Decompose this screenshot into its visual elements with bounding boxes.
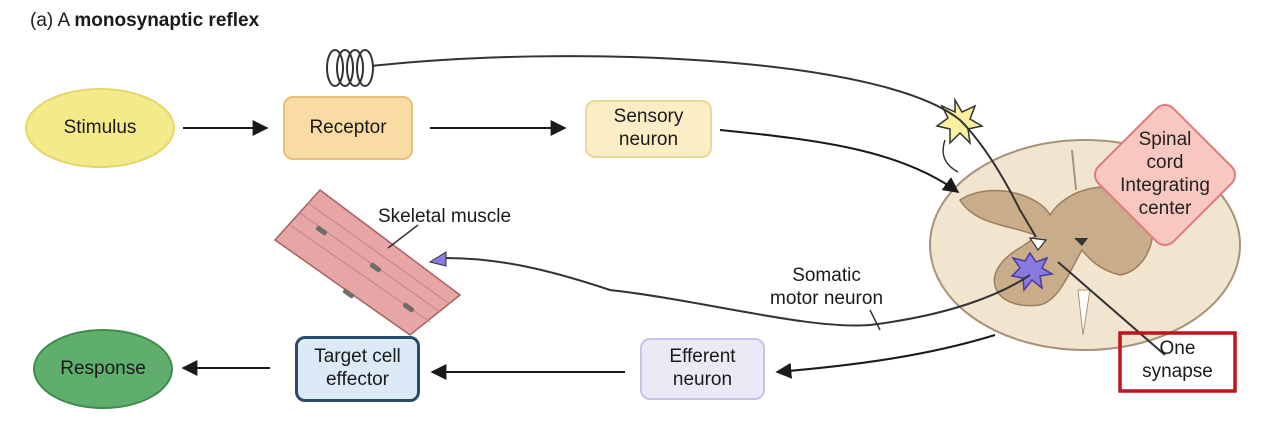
arrow-spinal-efferent <box>775 334 996 379</box>
coil-receptor-icon <box>326 49 374 87</box>
diagram-title: (a) A monosynaptic reflex <box>30 10 259 32</box>
somatic-motor-neuron-label: Somatic motor neuron <box>770 265 884 309</box>
sensory-neuron-node: Sensory neuron <box>585 100 712 158</box>
spinal-cord-integrating-center-node: Spinal cord Integrating center <box>1120 129 1210 219</box>
title-prefix: (a) A <box>30 10 70 31</box>
synapse-dot <box>1074 238 1088 246</box>
synapse-leader <box>1057 261 1166 356</box>
skeletal-muscle-label: Skeletal muscle <box>378 206 512 227</box>
title-main: monosynaptic reflex <box>74 10 260 31</box>
receptor-node: Receptor <box>283 96 413 160</box>
motor-axon-line <box>444 257 1031 327</box>
sensory-axon-line <box>371 55 1037 238</box>
muscle-label-leader <box>387 224 419 249</box>
muscle-fiber-icon <box>273 188 462 336</box>
spinal-cord-diamond-shape <box>1094 104 1236 246</box>
axon-terminal-icon <box>428 251 447 267</box>
sensory-terminal <box>1028 237 1048 252</box>
somatic-label-leader <box>869 309 881 331</box>
one-synapse-label: One synapse <box>1142 338 1213 382</box>
response-node: Response <box>33 329 173 409</box>
target-cell-effector-node: Target cell effector <box>295 336 420 402</box>
motor-soma-icon <box>1010 251 1055 292</box>
arrow-sensory-spinal <box>719 129 960 193</box>
one-synapse-highlight-box <box>1118 331 1237 393</box>
stimulus-node: Stimulus <box>25 88 175 168</box>
efferent-neuron-node: Efferent neuron <box>640 338 765 400</box>
